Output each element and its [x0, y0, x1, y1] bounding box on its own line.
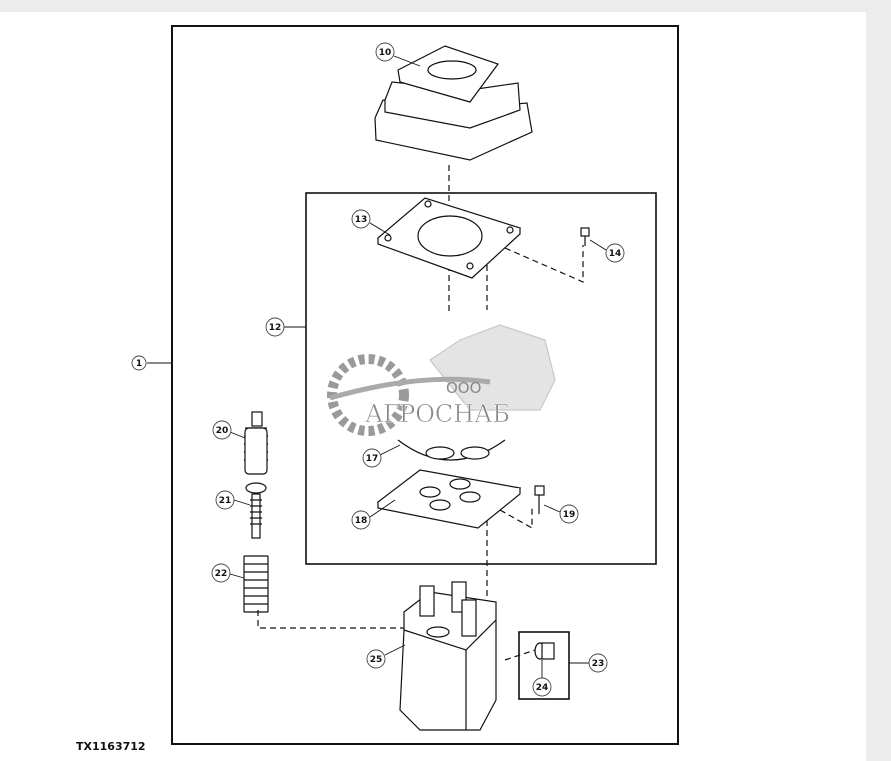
callout-14: 14 — [605, 243, 625, 263]
svg-text:1: 1 — [136, 359, 142, 369]
part-10-boot — [374, 45, 533, 161]
part-17-disk — [397, 439, 506, 461]
callout-25: 25 — [366, 649, 386, 669]
part-20-spring-guide — [244, 411, 268, 475]
part-19-screw — [534, 485, 545, 514]
watermark-name: АГРОСНАБ — [365, 400, 510, 428]
part-13-plate — [376, 197, 522, 279]
callout-21: 21 — [215, 490, 235, 510]
svg-text:24: 24 — [536, 683, 549, 693]
callout-leaders — [147, 55, 607, 678]
svg-text:21: 21 — [219, 496, 232, 506]
part-14-screw — [580, 227, 590, 246]
assembly-12-frame — [305, 192, 657, 565]
svg-text:12: 12 — [269, 323, 282, 333]
svg-text:25: 25 — [370, 655, 383, 665]
svg-text:20: 20 — [216, 426, 229, 436]
callout-10: 10 — [375, 42, 395, 62]
assembly-23-frame — [518, 631, 570, 700]
svg-text:22: 22 — [215, 569, 228, 579]
svg-text:18: 18 — [355, 516, 368, 526]
part-18-plate — [376, 469, 522, 529]
assembly-guide-lines — [257, 165, 584, 661]
callout-19: 19 — [559, 504, 579, 524]
part-24-plug — [534, 642, 555, 660]
assembly-1-frame — [171, 25, 679, 745]
callout-24: 24 — [532, 677, 552, 697]
callout-22: 22 — [211, 563, 231, 583]
svg-text:19: 19 — [563, 510, 576, 520]
part-25-housing — [399, 581, 497, 731]
callout-13: 13 — [351, 209, 371, 229]
watermark-logo: ООО АГРОСНАБ — [307, 315, 569, 436]
callout-20: 20 — [212, 420, 232, 440]
part-21-plunger — [245, 482, 267, 539]
svg-text:10: 10 — [379, 48, 392, 58]
svg-text:23: 23 — [592, 659, 605, 669]
callout-group: 10 13 14 12 1 20 17 21 18 19 22 25 23 24 — [131, 42, 625, 697]
svg-text:13: 13 — [355, 215, 368, 225]
figure-id-label: TX1163712 — [76, 740, 146, 753]
svg-text:17: 17 — [366, 454, 379, 464]
callout-1: 1 — [131, 355, 147, 371]
part-22-spring — [243, 555, 269, 613]
callout-23: 23 — [588, 653, 608, 673]
svg-text:14: 14 — [609, 249, 622, 259]
callout-12: 12 — [265, 317, 285, 337]
watermark-prefix: ООО — [446, 379, 481, 397]
callout-18: 18 — [351, 510, 371, 530]
callout-17: 17 — [362, 448, 382, 468]
